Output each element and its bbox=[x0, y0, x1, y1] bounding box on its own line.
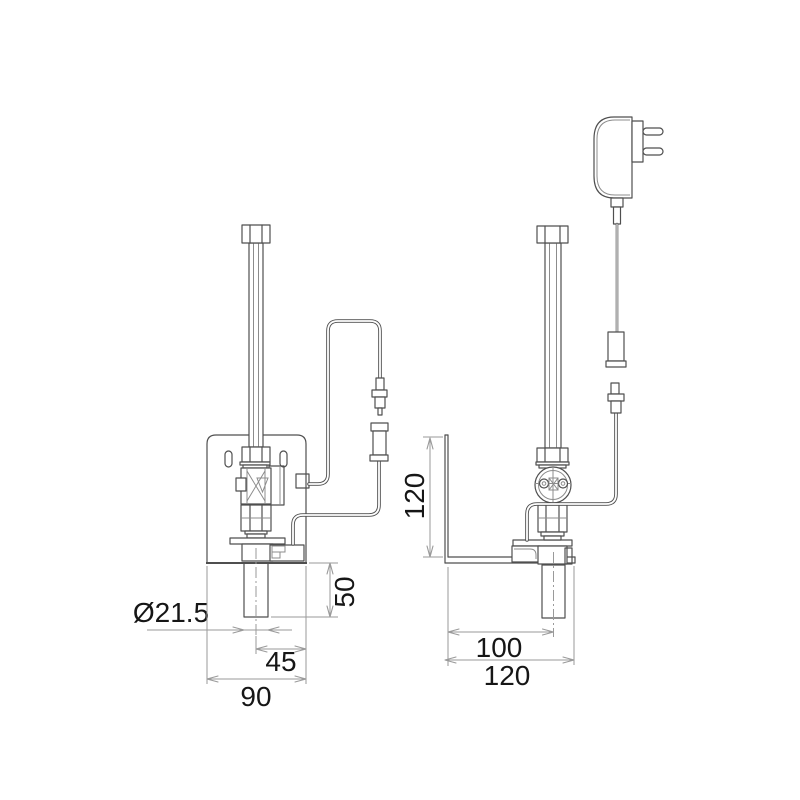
plug-connector-male bbox=[371, 377, 388, 416]
flow-arrow bbox=[256, 477, 269, 494]
power-adapter bbox=[593, 116, 664, 335]
dimensions: Ø21.5 50 45 90 bbox=[133, 436, 575, 712]
valve-side-tab bbox=[235, 477, 247, 492]
socket-cable bbox=[291, 459, 381, 546]
dim-label-plate-width: 90 bbox=[240, 681, 271, 712]
valve-nut-upper bbox=[241, 446, 271, 463]
dimension-diameter: Ø21.5 bbox=[133, 597, 292, 634]
dimension-plate-width: 90 bbox=[206, 566, 307, 712]
strain-relief bbox=[610, 197, 624, 208]
plate-edge bbox=[512, 539, 573, 547]
dim-label-pipe-offset: 100 bbox=[476, 632, 523, 663]
dim-label-offset: 45 bbox=[265, 646, 296, 677]
control-box bbox=[269, 544, 305, 562]
screw-left bbox=[538, 478, 550, 489]
flange-bar bbox=[229, 537, 286, 545]
dimension-spigot-length: 50 bbox=[271, 562, 360, 618]
plate-slot-right bbox=[279, 450, 288, 468]
plug-connector-female bbox=[369, 422, 389, 462]
inlet-pipe bbox=[248, 242, 264, 448]
dimension-bracket-depth: 120 bbox=[444, 566, 575, 691]
adapter-faceplate bbox=[631, 120, 644, 163]
base-block-side bbox=[537, 545, 568, 565]
base-block bbox=[241, 543, 274, 562]
dim-label-bracket-depth: 120 bbox=[484, 660, 531, 691]
valve-cable-side bbox=[525, 411, 618, 542]
dim-label-spigot-length: 50 bbox=[329, 576, 360, 607]
dim-label-diameter: Ø21.5 bbox=[133, 597, 209, 628]
side-view bbox=[444, 116, 664, 637]
valve-body-side bbox=[534, 466, 572, 504]
front-view bbox=[206, 224, 389, 637]
dimension-pipe-offset: 100 bbox=[447, 567, 555, 666]
screw-right bbox=[557, 478, 569, 489]
adapter-pin-top bbox=[642, 127, 664, 136]
adapter-body bbox=[593, 116, 633, 199]
adapter-connector-female bbox=[605, 331, 627, 368]
dimension-bracket-height: 120 bbox=[399, 436, 443, 558]
hose-nut-top bbox=[241, 224, 271, 244]
plug-connector-male-side bbox=[607, 382, 625, 414]
dim-label-bracket-height: 120 bbox=[399, 473, 430, 520]
valve-nut-upper-side bbox=[536, 447, 569, 463]
plate-slot-left bbox=[224, 450, 233, 468]
hose-nut-top-side bbox=[536, 225, 569, 244]
cable-gland-box bbox=[295, 473, 310, 489]
inlet-pipe-side bbox=[544, 242, 562, 449]
dimension-offset: 45 bbox=[255, 566, 307, 684]
valve-cable bbox=[307, 319, 382, 486]
adapter-pin-bottom bbox=[642, 147, 664, 156]
